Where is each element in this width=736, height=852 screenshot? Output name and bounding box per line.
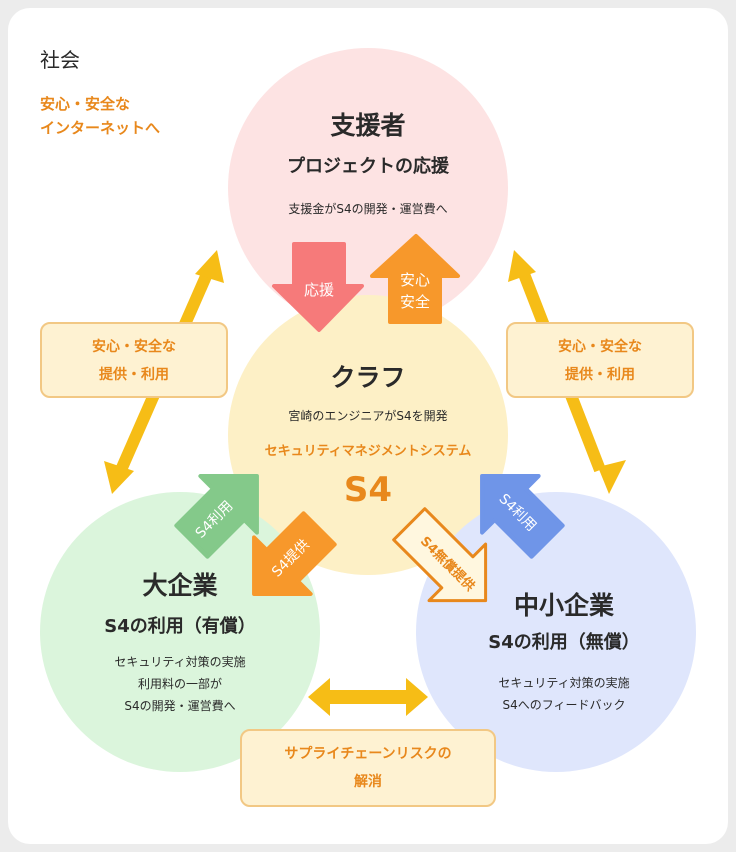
large-enterprise-desc-line: セキュリティ対策の実施 xyxy=(114,655,246,669)
right-safety-label-line2: 提供・利用 xyxy=(565,367,635,383)
supporters-title: 支援者 xyxy=(330,111,406,140)
large-use-arrow: S4利用 xyxy=(174,474,259,559)
society-tagline-line1: 安心・安全な xyxy=(40,95,131,113)
safety-arrow: 安心 安全 xyxy=(370,234,460,324)
supporters-circle xyxy=(228,48,508,328)
left-safety-label: 安心・安全な 提供・利用 xyxy=(40,322,228,398)
arrows-layer: 応援 安心 安全 S4利用 S4提供 S4利用 S4無償提供 xyxy=(104,234,626,716)
large-enterprise-subtitle: S4の利用（有償） xyxy=(104,616,256,637)
bottom-double-arrow xyxy=(308,678,428,716)
sme-use-arrow: S4利用 xyxy=(480,474,565,559)
large-enterprise-desc: セキュリティ対策の実施 利用料の一部が S4の開発・運営費へ xyxy=(70,651,290,717)
safety-arrow-label-line1: 安心 xyxy=(400,271,430,289)
diagram-card: 社会 安心・安全な インターネットへ 支援者 プロジェクトの応援 支援金がS4の… xyxy=(8,8,728,844)
sme-circle xyxy=(416,492,696,772)
sme-desc: セキュリティ対策の実施 S4へのフィードバック xyxy=(454,672,674,716)
supply-chain-label-line1: サプライチェーンリスクの xyxy=(284,746,452,762)
safety-arrow-label-line2: 安全 xyxy=(400,293,430,311)
sme-subtitle: S4の利用（無償） xyxy=(488,632,640,653)
sme-title: 中小企業 xyxy=(513,591,614,620)
supporters-desc: 支援金がS4の開発・運営費へ xyxy=(288,202,448,216)
supply-chain-label-line2: 解消 xyxy=(354,774,382,790)
right-safety-label: 安心・安全な 提供・利用 xyxy=(506,322,694,398)
craf-title: クラフ xyxy=(330,363,406,392)
society-tagline-line2: インターネットへ xyxy=(40,119,161,137)
support-arrow-label: 応援 xyxy=(304,281,334,299)
large-provide-arrow: S4提供 xyxy=(252,511,337,596)
craf-desc: 宮崎のエンジニアがS4を開発 xyxy=(288,409,448,423)
supply-chain-label: サプライチェーンリスクの 解消 xyxy=(240,729,496,807)
large-enterprise-desc-line: 利用料の一部が xyxy=(137,677,222,691)
large-enterprise-title: 大企業 xyxy=(142,571,218,600)
society-tagline: 安心・安全な インターネットへ xyxy=(40,92,160,140)
society-title: 社会 xyxy=(40,48,80,72)
left-safety-label-line1: 安心・安全な xyxy=(92,339,176,355)
system-name: S4 xyxy=(343,470,393,510)
large-enterprise-desc-line: S4の開発・運営費へ xyxy=(124,699,236,713)
sme-desc-line: S4へのフィードバック xyxy=(502,698,626,712)
system-label: セキュリティマネジメントシステム xyxy=(264,444,472,459)
right-safety-label-line1: 安心・安全な xyxy=(558,339,642,355)
sme-desc-line: セキュリティ対策の実施 xyxy=(498,676,630,690)
large-enterprise-circle xyxy=(40,492,320,772)
supporters-subtitle: プロジェクトの応援 xyxy=(287,156,449,177)
left-safety-label-line2: 提供・利用 xyxy=(99,367,169,383)
support-arrow: 応援 xyxy=(272,242,364,332)
